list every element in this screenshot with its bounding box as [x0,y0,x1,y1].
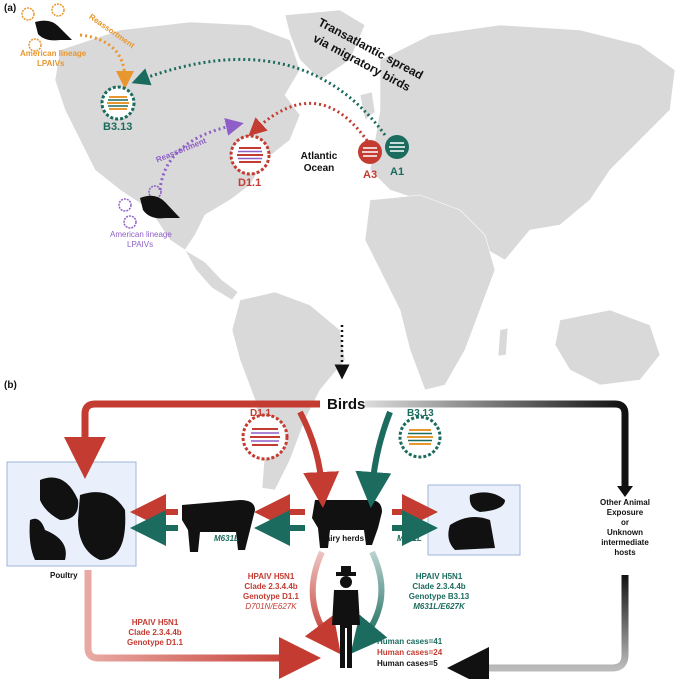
b313-genotype-line-1: HPAIV H5N1 [415,572,463,581]
orange-source-label-2: LPAIVs [37,59,65,68]
teal-transatlantic-arrow [131,57,387,136]
other-host-line-6: hosts [614,548,636,557]
d11-b-label: D1.1 [250,408,272,419]
b313-genotype-box: HPAIV H5N1 Clade 2.3.4.4b Genotype B3.13… [395,572,483,612]
b313-genotype-line-2: Clade 2.3.4.4b [412,582,466,591]
virus-a1-label: A1 [390,166,405,178]
orange-bird-icon [21,3,72,52]
human-cases-teal: Human cases=41 [377,637,443,646]
d11-genotype-box: HPAIV H5N1 Clade 2.3.4.4b Genotype D1.1 … [230,572,312,612]
human-cases-red: Human cases=24 [377,648,443,657]
greenland [284,9,366,81]
virus-b313-b-icon [398,415,442,459]
australia [554,309,661,386]
purple-bird-icon [118,185,180,229]
south-america [231,291,346,491]
m631l-left-label: M631L [214,534,239,543]
birds-to-other-arrow [365,400,629,488]
poultry-genotype-box: HPAIV H5N1 Clade 2.3.4.4b Genotype D1.1 [110,618,200,648]
virus-d11-b-icon [241,413,289,461]
d11-genotype-line-4: D701N/E627K [245,602,297,611]
dairy-cow-icon [312,500,382,548]
virus-a1-icon [385,135,409,159]
poultry-silhouettes [29,477,126,560]
other-host-line-3: or [621,518,629,527]
d11-genotype-line-3: Genotype D1.1 [242,592,299,601]
ocean-label-2: Ocean [303,163,335,174]
other-host-line-4: Unknown [607,528,643,537]
birds-to-other-arrowhead [617,486,633,497]
other-host-line-5: intermediate [601,538,649,547]
mammal-silhouettes [448,492,505,550]
virus-a3-label: A3 [363,169,378,181]
central-america [184,249,239,301]
farmer-icon [332,566,360,668]
poultry-genotype-line-3: Genotype D1.1 [126,638,183,647]
madagascar [497,327,509,357]
virus-d11-icon [229,134,271,176]
d11-genotype-line-1: HPAIV H5N1 [247,572,295,581]
purple-source-label-1: American lineage [110,230,172,239]
birds-to-poultry-arrow [64,400,320,479]
left-cow-icon [182,500,255,552]
b313-genotype-line-4: M631L/E627K [413,602,465,611]
ocean-label-1: Atlantic [300,151,338,162]
m631l-right-label: M631L [397,534,422,543]
dairy-to-human-red-arrow [304,550,341,655]
virus-b313-label: B3.13 [103,121,133,133]
poultry-genotype-line-1: HPAIV H5N1 [131,618,179,627]
panel-a-label: (a) [4,3,17,14]
other-host-line-1: Other Animal [600,498,650,507]
virus-d11-label: D1.1 [238,177,262,189]
b313-genotype-line-3: Genotype B3.13 [408,592,470,601]
purple-reassortment-arrow [158,118,244,191]
human-cases-black: Human cases=5 [377,659,438,668]
human-cases-list: Human cases=41 Human cases=24 Human case… [377,636,442,669]
africa [364,194,496,391]
other-host-line-2: Exposure [606,508,644,517]
purple-source-label-2: LPAIVs [127,240,154,249]
poultry-label: Poultry [50,571,78,580]
birds-to-dairy-teal-arrow [355,410,393,508]
b313-b-label: B3.13 [407,408,434,419]
other-to-human-arrow [447,575,629,679]
birds-to-dairy-red-arrow [297,410,340,508]
birds-label: Birds [327,396,366,413]
panel-b-label: (b) [4,380,17,391]
poultry-to-human-arrow [84,570,321,679]
dairy-herds-label: Dairy herds [320,534,365,543]
other-host-label: Other Animal Exposure or Unknown interme… [583,498,667,558]
poultry-genotype-line-2: Clade 2.3.4.4b [128,628,182,637]
world-map [54,9,676,491]
orange-source-label-1: American lineage [20,49,87,58]
virus-a3-icon [358,140,382,164]
eurasia [369,24,676,261]
virus-b313-icon [100,85,136,121]
d11-genotype-line-2: Clade 2.3.4.4b [244,582,298,591]
dairy-to-human-teal-arrow [350,550,388,654]
